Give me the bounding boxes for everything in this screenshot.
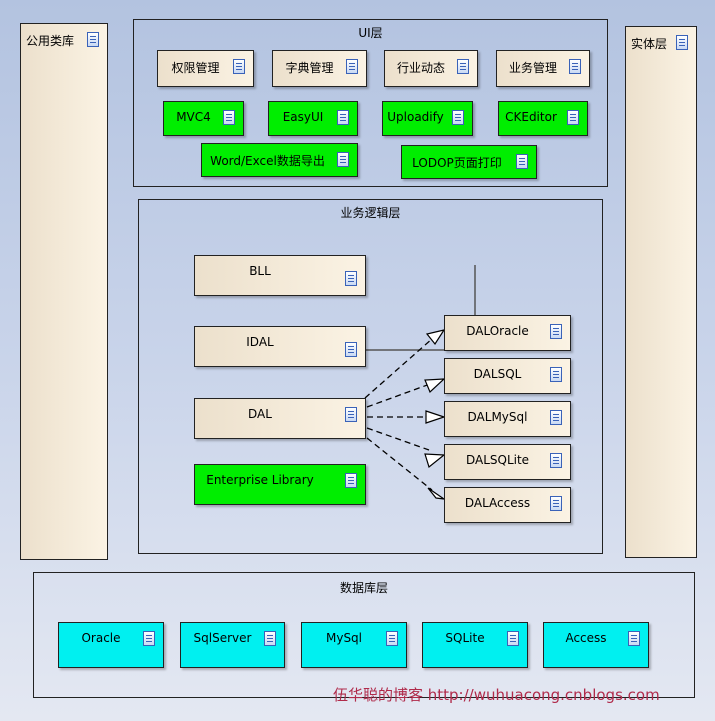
node-label: DALOracle xyxy=(466,324,529,338)
dal-node[interactable]: DAL xyxy=(194,398,366,439)
library-node[interactable]: MVC4 xyxy=(163,101,244,136)
document-icon xyxy=(507,631,519,646)
document-icon xyxy=(457,59,469,74)
database-node[interactable]: Access xyxy=(543,622,649,668)
dal-impl-node[interactable]: DALAccess xyxy=(444,487,571,523)
node-label: Oracle xyxy=(81,631,121,645)
db-layer-package[interactable]: 数据库层 xyxy=(33,572,695,698)
document-icon xyxy=(452,110,464,125)
document-icon xyxy=(386,631,398,646)
node-label: BLL xyxy=(249,264,271,278)
node-label: DALAccess xyxy=(464,496,531,510)
db-layer-title: 数据库层 xyxy=(339,581,388,595)
dal-impl-node[interactable]: DALSQL xyxy=(444,358,571,394)
ui-layer-title: UI层 xyxy=(358,26,383,40)
library-node[interactable]: CKEditor xyxy=(498,101,588,136)
realization-line xyxy=(364,337,434,399)
arrowhead-icon xyxy=(427,487,445,500)
database-node[interactable]: SQLite xyxy=(422,622,528,668)
node-label: MySql xyxy=(325,631,363,645)
arrowhead-icon xyxy=(425,410,446,424)
node-label: Enterprise Library xyxy=(206,473,314,487)
node-label: DALSQL xyxy=(473,367,522,381)
document-icon xyxy=(337,152,349,167)
node-label: IDAL xyxy=(246,335,274,349)
document-icon xyxy=(345,342,357,357)
realization-line xyxy=(366,427,430,451)
node-label: EasyUI xyxy=(282,110,324,124)
document-icon xyxy=(569,59,581,74)
dal-impl-node[interactable]: DALOracle xyxy=(444,315,571,351)
node-label: DAL xyxy=(248,407,272,421)
module-node[interactable]: 权限管理 xyxy=(157,50,254,87)
database-node[interactable]: Oracle xyxy=(58,622,164,668)
node-label: DALMySql xyxy=(467,410,528,424)
library-node[interactable]: Uploadify xyxy=(382,101,473,136)
document-icon xyxy=(337,110,349,125)
document-icon xyxy=(628,631,640,646)
bll-node[interactable]: BLL xyxy=(194,255,366,296)
entity-layer-component[interactable]: 实体层 xyxy=(625,26,697,558)
node-label: Uploadify xyxy=(387,110,444,124)
idal-node[interactable]: IDAL xyxy=(194,326,366,367)
document-icon xyxy=(567,110,579,125)
node-label: 行业动态 xyxy=(396,61,445,75)
document-icon xyxy=(550,410,562,425)
logic-layer-package[interactable]: 业务逻辑层 xyxy=(138,199,603,554)
entity-layer-label: 实体层 xyxy=(631,37,668,51)
dal-impl-node[interactable]: DALMySql xyxy=(444,401,571,437)
arrowhead-icon xyxy=(424,453,446,469)
node-label: Access xyxy=(565,631,607,645)
node-label: MVC4 xyxy=(176,110,211,124)
node-label: Word/Excel数据导出 xyxy=(210,154,325,168)
document-icon xyxy=(143,631,155,646)
document-icon xyxy=(346,59,358,74)
document-icon xyxy=(264,631,276,646)
database-node[interactable]: SqlServer xyxy=(180,622,285,668)
library-node[interactable]: LODOP页面打印 xyxy=(401,145,537,179)
realization-line xyxy=(366,383,431,408)
document-icon xyxy=(233,59,245,74)
node-label: CKEditor xyxy=(505,110,557,124)
realization-line xyxy=(366,437,433,491)
document-icon xyxy=(550,324,562,339)
module-node[interactable]: 字典管理 xyxy=(272,50,367,87)
node-label: LODOP页面打印 xyxy=(412,156,502,170)
arrowhead-icon xyxy=(424,378,446,394)
blog-watermark: 伍华聪的博客 http://wuhuacong.cnblogs.com xyxy=(333,686,660,704)
database-node[interactable]: MySql xyxy=(301,622,407,668)
node-label: 权限管理 xyxy=(171,61,220,75)
document-icon xyxy=(87,32,99,47)
node-label: 字典管理 xyxy=(285,61,334,75)
document-icon xyxy=(550,367,562,382)
node-label: DALSQLite xyxy=(465,453,530,467)
module-node[interactable]: 行业动态 xyxy=(384,50,478,87)
common-lib-label: 公用类库 xyxy=(26,34,75,48)
document-icon xyxy=(345,407,357,422)
document-icon xyxy=(550,496,562,511)
common-lib-component[interactable]: 公用类库 xyxy=(20,23,108,560)
document-icon xyxy=(516,154,528,169)
document-icon xyxy=(345,473,357,488)
document-icon xyxy=(550,453,562,468)
library-node[interactable]: EasyUI xyxy=(268,101,358,136)
library-node[interactable]: Word/Excel数据导出 xyxy=(201,143,358,177)
logic-layer-title: 业务逻辑层 xyxy=(340,206,401,220)
module-node[interactable]: 业务管理 xyxy=(496,50,590,87)
arrowhead-icon xyxy=(425,329,446,346)
dal-impl-node[interactable]: DALSQLite xyxy=(444,444,571,480)
node-label: SqlServer xyxy=(193,631,252,645)
ui-layer-package[interactable]: UI层 xyxy=(133,19,608,187)
node-label: SQLite xyxy=(445,631,485,645)
document-icon xyxy=(345,271,357,286)
node-label: 业务管理 xyxy=(508,61,557,75)
document-icon xyxy=(676,35,688,50)
document-icon xyxy=(223,110,235,125)
enterprise-library-node[interactable]: Enterprise Library xyxy=(194,464,366,505)
